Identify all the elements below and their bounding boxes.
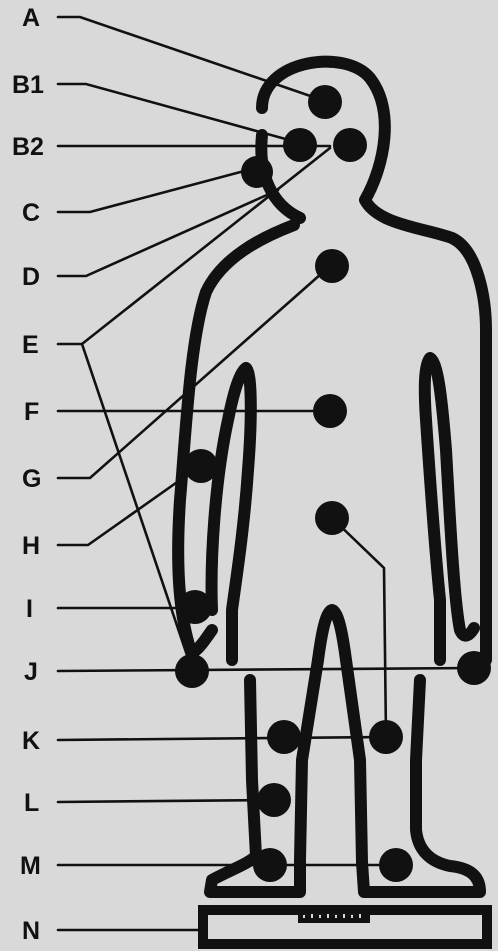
point-g-abdomen [315, 501, 349, 535]
point-b1 [283, 128, 317, 162]
right-inner-arm-outline [425, 358, 474, 660]
label-d: D [22, 263, 40, 291]
point-j-right [457, 651, 491, 685]
figure-outline [178, 62, 486, 892]
leader-c [58, 170, 248, 212]
point-f [313, 394, 347, 428]
label-k: K [22, 727, 40, 755]
label-a: A [22, 4, 40, 32]
point-e-chest [315, 249, 349, 283]
point-m-left [253, 848, 287, 882]
point-labels: A B1 B2 C D E F G H I J K L M N [12, 4, 44, 945]
point-k-left [267, 720, 301, 754]
leader-k-1 [58, 737, 386, 740]
label-b1: B1 [12, 71, 44, 99]
label-n: N [22, 917, 40, 945]
point-c [241, 156, 273, 188]
label-e: E [22, 331, 39, 359]
leader-l [58, 800, 274, 802]
label-b2: B2 [12, 133, 44, 161]
scale-base [203, 910, 487, 944]
label-g: G [22, 465, 41, 493]
label-l: L [24, 789, 39, 817]
point-m-right [379, 848, 413, 882]
point-a [308, 85, 342, 119]
point-j-left [175, 654, 209, 688]
label-f: F [24, 398, 39, 426]
label-c: C [22, 199, 40, 227]
label-j: J [24, 658, 38, 686]
label-m: M [20, 852, 41, 880]
left-leg-outer-outline [300, 660, 318, 860]
point-h [184, 449, 218, 483]
point-i [178, 590, 212, 624]
label-h: H [22, 532, 40, 560]
point-b2 [333, 128, 367, 162]
point-k-right [369, 720, 403, 754]
leader-d [58, 190, 278, 276]
point-l [257, 783, 291, 817]
leader-j [58, 668, 474, 671]
label-i: I [26, 595, 33, 623]
